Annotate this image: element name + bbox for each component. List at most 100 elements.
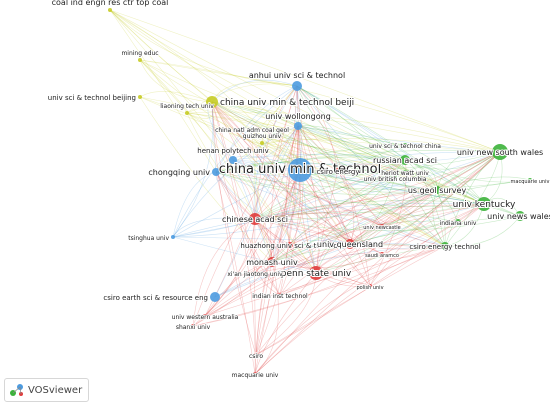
link-csiro-unsw [255,151,501,356]
link-macquarie-kentucky [254,203,485,375]
link-polish-anhui [296,85,371,287]
node-indiana[interactable] [455,219,461,225]
link-guizhou-cumt_beijing [211,101,263,144]
link-cas-chongqing [215,171,256,220]
node-csiro_earth[interactable] [210,292,220,302]
node-label-queensland: univ queensland [317,240,383,249]
node-kentucky[interactable] [477,197,491,211]
link-natl_coal-kentucky [251,135,485,205]
node-ubc[interactable] [393,176,397,180]
node-sabic[interactable] [380,252,384,256]
node-csiro_energy[interactable] [335,168,341,174]
link-cas-csiro_et [254,218,446,247]
link-newcastle-queensland [349,218,383,245]
link-coal_ind-chongqing [109,9,217,173]
node-label-cas: chinese acad sci [222,215,288,224]
node-mining_educ[interactable] [138,58,142,62]
link-cas-kentucky [254,203,485,220]
node-label-guizhou: guizhou univ [243,133,282,140]
node-coal_ind[interactable] [108,8,112,12]
link-kentucky-cumt [299,169,485,205]
link-indian_inst-cas [252,218,281,296]
node-wollongong[interactable] [294,122,302,130]
link-indiana-monash [271,220,459,263]
link-henan-usgs [232,159,438,191]
link-usgs-unsw [436,149,501,191]
node-penn[interactable] [309,266,323,280]
link-kentucky-russian [404,159,485,205]
node-usci_china[interactable] [403,143,407,147]
node-queensland[interactable] [345,239,355,249]
node-csiro[interactable] [254,353,258,357]
link-mining_educ-cumt [139,59,301,171]
node-newcastle[interactable] [380,224,384,228]
link-natl_coal-monash [251,135,273,263]
link-tsinghua-kentucky [172,202,485,238]
node-monash[interactable] [267,257,277,267]
link-penn-wollongong [297,125,319,274]
node-heriot[interactable] [403,170,407,174]
node-tsinghua[interactable] [171,235,175,239]
node-chongqing[interactable] [212,168,220,176]
vosviewer-badge[interactable]: VOSviewer [4,378,90,402]
link-macquarie_g-usgs [436,176,531,191]
link-usgs-wollongong [297,125,438,191]
node-cumt_beijing[interactable] [206,96,218,108]
node-usgs[interactable] [433,186,441,194]
node-unw[interactable] [515,211,525,221]
link-ubc-cas [254,177,396,220]
node-uwa[interactable] [203,314,207,318]
node-unsw[interactable] [492,144,508,160]
node-cumt[interactable] [288,158,312,182]
link-henan-russian [232,153,406,161]
link-csiro-kentucky [255,203,485,356]
node-russian[interactable] [400,155,410,165]
node-henan[interactable] [229,156,237,164]
node-macquarie[interactable] [253,372,257,376]
link-xian-wollongong [254,125,299,274]
link-csiro_energy-anhui [296,85,339,172]
link-russian-chongqing [215,156,406,173]
link-kentucky-queensland [349,203,485,245]
link-indian_inst-chongqing [215,171,281,296]
link-usgs-chongqing [215,171,438,195]
node-xian[interactable] [253,271,257,275]
node-indian_inst[interactable] [278,293,282,297]
node-liaoning[interactable] [185,111,189,115]
node-huazhong[interactable] [287,242,293,248]
node-shanxi[interactable] [191,324,195,328]
link-chongqing-queensland [215,171,351,245]
node-macquarie_g[interactable] [528,178,532,182]
node-natl_coal[interactable] [250,134,254,138]
node-cas[interactable] [249,213,261,225]
link-polish-russian [369,159,407,287]
node-guizhou[interactable] [260,141,264,145]
link-sabic-kentucky [381,203,485,255]
link-csiro_energy-penn [315,170,339,274]
link-unsw-chongqing [215,149,501,173]
node-anhui[interactable] [292,81,302,91]
link-anhui-cumt_beijing [211,79,298,103]
link-henan-monash [232,159,273,263]
link-guizhou-csiro_et [261,142,446,247]
link-liaoning-cas [186,112,256,220]
node-layer[interactable] [108,8,532,376]
link-sabic-monash [271,253,383,269]
node-usci_beijing[interactable] [138,95,142,99]
link-cas-usgs [254,189,438,220]
link-unsw-queensland [349,151,501,245]
link-mining_educ-penn [139,59,317,274]
node-label-indiana: indiana univ [440,220,477,227]
link-huazhong-queensland [289,229,351,246]
node-label-cumt: china univ min & technol [219,162,381,177]
link-anhui-monash [271,85,302,263]
link-natl_coal-wollongong [251,125,299,144]
link-natl_coal-csiro_et [251,135,446,247]
node-label-penn: penn state univ [281,269,352,279]
node-label-csiro_energy: csiro energy [316,168,359,176]
node-label-unw: univ news wales [487,212,550,221]
node-polish[interactable] [368,284,372,288]
node-csiro_et[interactable] [441,242,449,250]
link-monash-kentucky [271,203,485,263]
